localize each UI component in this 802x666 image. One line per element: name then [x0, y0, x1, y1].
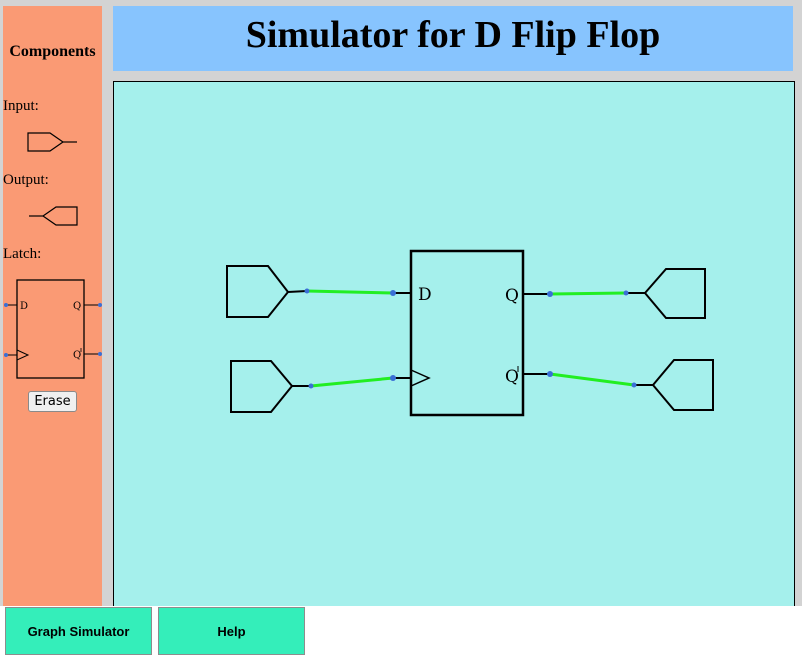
circuit-diagram: D Q Q: [226, 249, 714, 417]
simulation-canvas[interactable]: D Q Q: [113, 81, 795, 608]
latch-label: Latch:: [3, 246, 42, 262]
page-title: Simulator for D Flip Flop: [245, 14, 661, 56]
output-node-qbar[interactable]: [651, 359, 714, 411]
tab-help[interactable]: Help: [158, 607, 305, 655]
flipflop-pin-qbar: Q: [505, 367, 519, 387]
connector-dot[interactable]: [631, 382, 637, 388]
connector-dot[interactable]: [623, 290, 629, 296]
wire-input-to-clock[interactable]: [310, 376, 394, 388]
d-flipflop-block[interactable]: [409, 249, 525, 417]
clock-triangle-icon: [410, 368, 431, 388]
flipflop-pin-d: D: [418, 285, 432, 305]
components-sidebar: Components Input: Output: Latch: D Q Q E…: [3, 6, 102, 606]
latch-component-icon[interactable]: D Q Q: [3, 276, 102, 382]
wire-qbar-to-output[interactable]: [549, 372, 635, 387]
output-node-q[interactable]: [643, 268, 706, 319]
connector-dot[interactable]: [390, 290, 396, 296]
latch-pin-qbar: Q: [73, 350, 81, 361]
output-label: Output:: [3, 172, 49, 188]
input-node-clock[interactable]: [230, 360, 294, 413]
output-component-icon[interactable]: [25, 204, 81, 228]
input-label: Input:: [3, 98, 39, 114]
latch-pin-q: Q: [73, 301, 81, 312]
flipflop-pin-q: Q: [505, 286, 519, 306]
input-component-icon[interactable]: [25, 130, 81, 154]
connector-dot[interactable]: [308, 383, 314, 389]
input-node-d[interactable]: [226, 265, 290, 318]
connector-dot[interactable]: [547, 291, 553, 297]
latch-pin-d: D: [20, 301, 28, 312]
header-banner: Simulator for D Flip Flop: [113, 6, 793, 71]
erase-button[interactable]: Erase: [28, 391, 77, 412]
wire-input-to-d[interactable]: [306, 289, 394, 295]
connector-dot[interactable]: [547, 371, 553, 377]
connector-dot[interactable]: [390, 375, 396, 381]
wire-q-to-output[interactable]: [549, 291, 627, 296]
tab-graph-simulator[interactable]: Graph Simulator: [5, 607, 152, 655]
connector-dot[interactable]: [304, 288, 310, 294]
components-heading: Components: [9, 43, 96, 60]
